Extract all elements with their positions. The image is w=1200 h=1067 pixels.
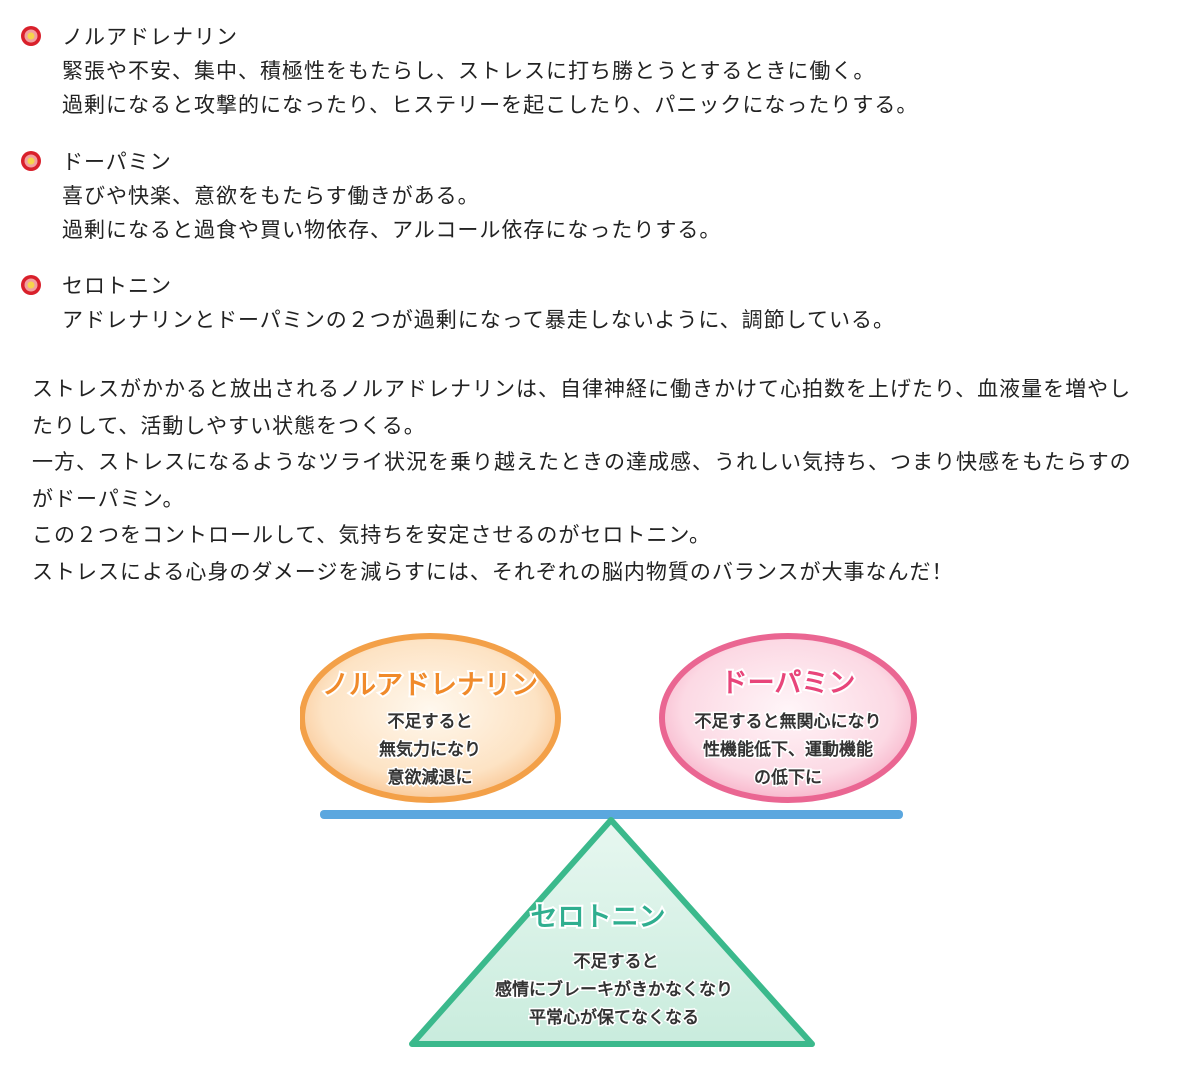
item-description: 緊張や不安、集中、積極性をもたらし、ストレスに打ち勝とうとするときに働く。 (62, 59, 876, 83)
dopamine-bubble-title: ドーパミン (721, 668, 856, 699)
paragraph-line: この２つをコントロールして、気持ちを安定させるのがセロトニン。 (32, 523, 712, 547)
dopamine-bubble-line: 不足すると無関心になり (695, 711, 882, 732)
item-title: ノルアドレナリン (62, 25, 238, 49)
balance-beam (320, 810, 903, 819)
paragraph-line: ストレスによる心身のダメージを減らすには、それぞれの脳内物質のバランスが大事なん… (32, 559, 954, 584)
item-description: アドレナリンとドーパミンの２つが過剰になって暴走しないように、調節している。 (62, 308, 896, 332)
paragraph-line: 一方、ストレスになるようなツライ状況を乗り越えたときの達成感、うれしい気持ち、つ… (32, 450, 1132, 474)
flower-bullet-icon (21, 275, 41, 295)
flower-bullet-icon (21, 26, 41, 46)
paragraph-line: がドーパミン。 (32, 486, 185, 511)
noradrenaline-bubble-title: ノルアドレナリン (322, 670, 538, 701)
paragraph-line: たりして、活動しやすい状態をつくる。 (32, 413, 426, 438)
flower-bullet-icon (21, 151, 41, 171)
balance-diagram: ノルアドレナリン 不足すると 無気力になり 意欲減退に ドーパミン 不足すると無… (300, 633, 917, 1047)
item-description: 過剰になると攻撃的になったり、ヒステリーを起こしたり、パニックになったりする。 (62, 93, 919, 117)
item-description: 喜びや快楽、意欲をもたらす働きがある。 (62, 184, 480, 208)
item-title: セロトニン (62, 274, 172, 298)
dopamine-bubble-line: 性機能低下、運動機能 (703, 739, 873, 760)
serotonin-triangle: セロトニン 不足すると 感情にブレーキがきかなくなり 平常心が保てなくなる (409, 817, 815, 1047)
dopamine-bubble: ドーパミン 不足すると無関心になり 性機能低下、運動機能 の低下に (659, 633, 917, 803)
item-title: ドーパミン (62, 150, 172, 174)
paragraph-line: ストレスがかかると放出されるノルアドレナリンは、自律神経に働きかけて心拍数を上げ… (32, 377, 1132, 401)
serotonin-triangle-line: 平常心が保てなくなる (529, 1007, 699, 1028)
noradrenaline-bubble-line: 意欲減退に (388, 767, 473, 788)
noradrenaline-bubble: ノルアドレナリン 不足すると 無気力になり 意欲減退に (300, 633, 561, 803)
noradrenaline-bubble-line: 不足すると (388, 712, 473, 732)
serotonin-triangle-title: セロトニン (531, 902, 666, 933)
item-description: 過剰になると過食や買い物依存、アルコール依存になったりする。 (62, 218, 722, 242)
serotonin-triangle-line: 感情にブレーキがきかなくなり (495, 979, 733, 1000)
explanation-paragraph: ストレスがかかると放出されるノルアドレナリンは、自律神経に働きかけて心拍数を上げ… (32, 371, 1192, 590)
noradrenaline-bubble-line: 無気力になり (379, 739, 481, 760)
serotonin-triangle-line: 不足すると (574, 952, 659, 972)
dopamine-bubble-line: の低下に (754, 767, 822, 788)
